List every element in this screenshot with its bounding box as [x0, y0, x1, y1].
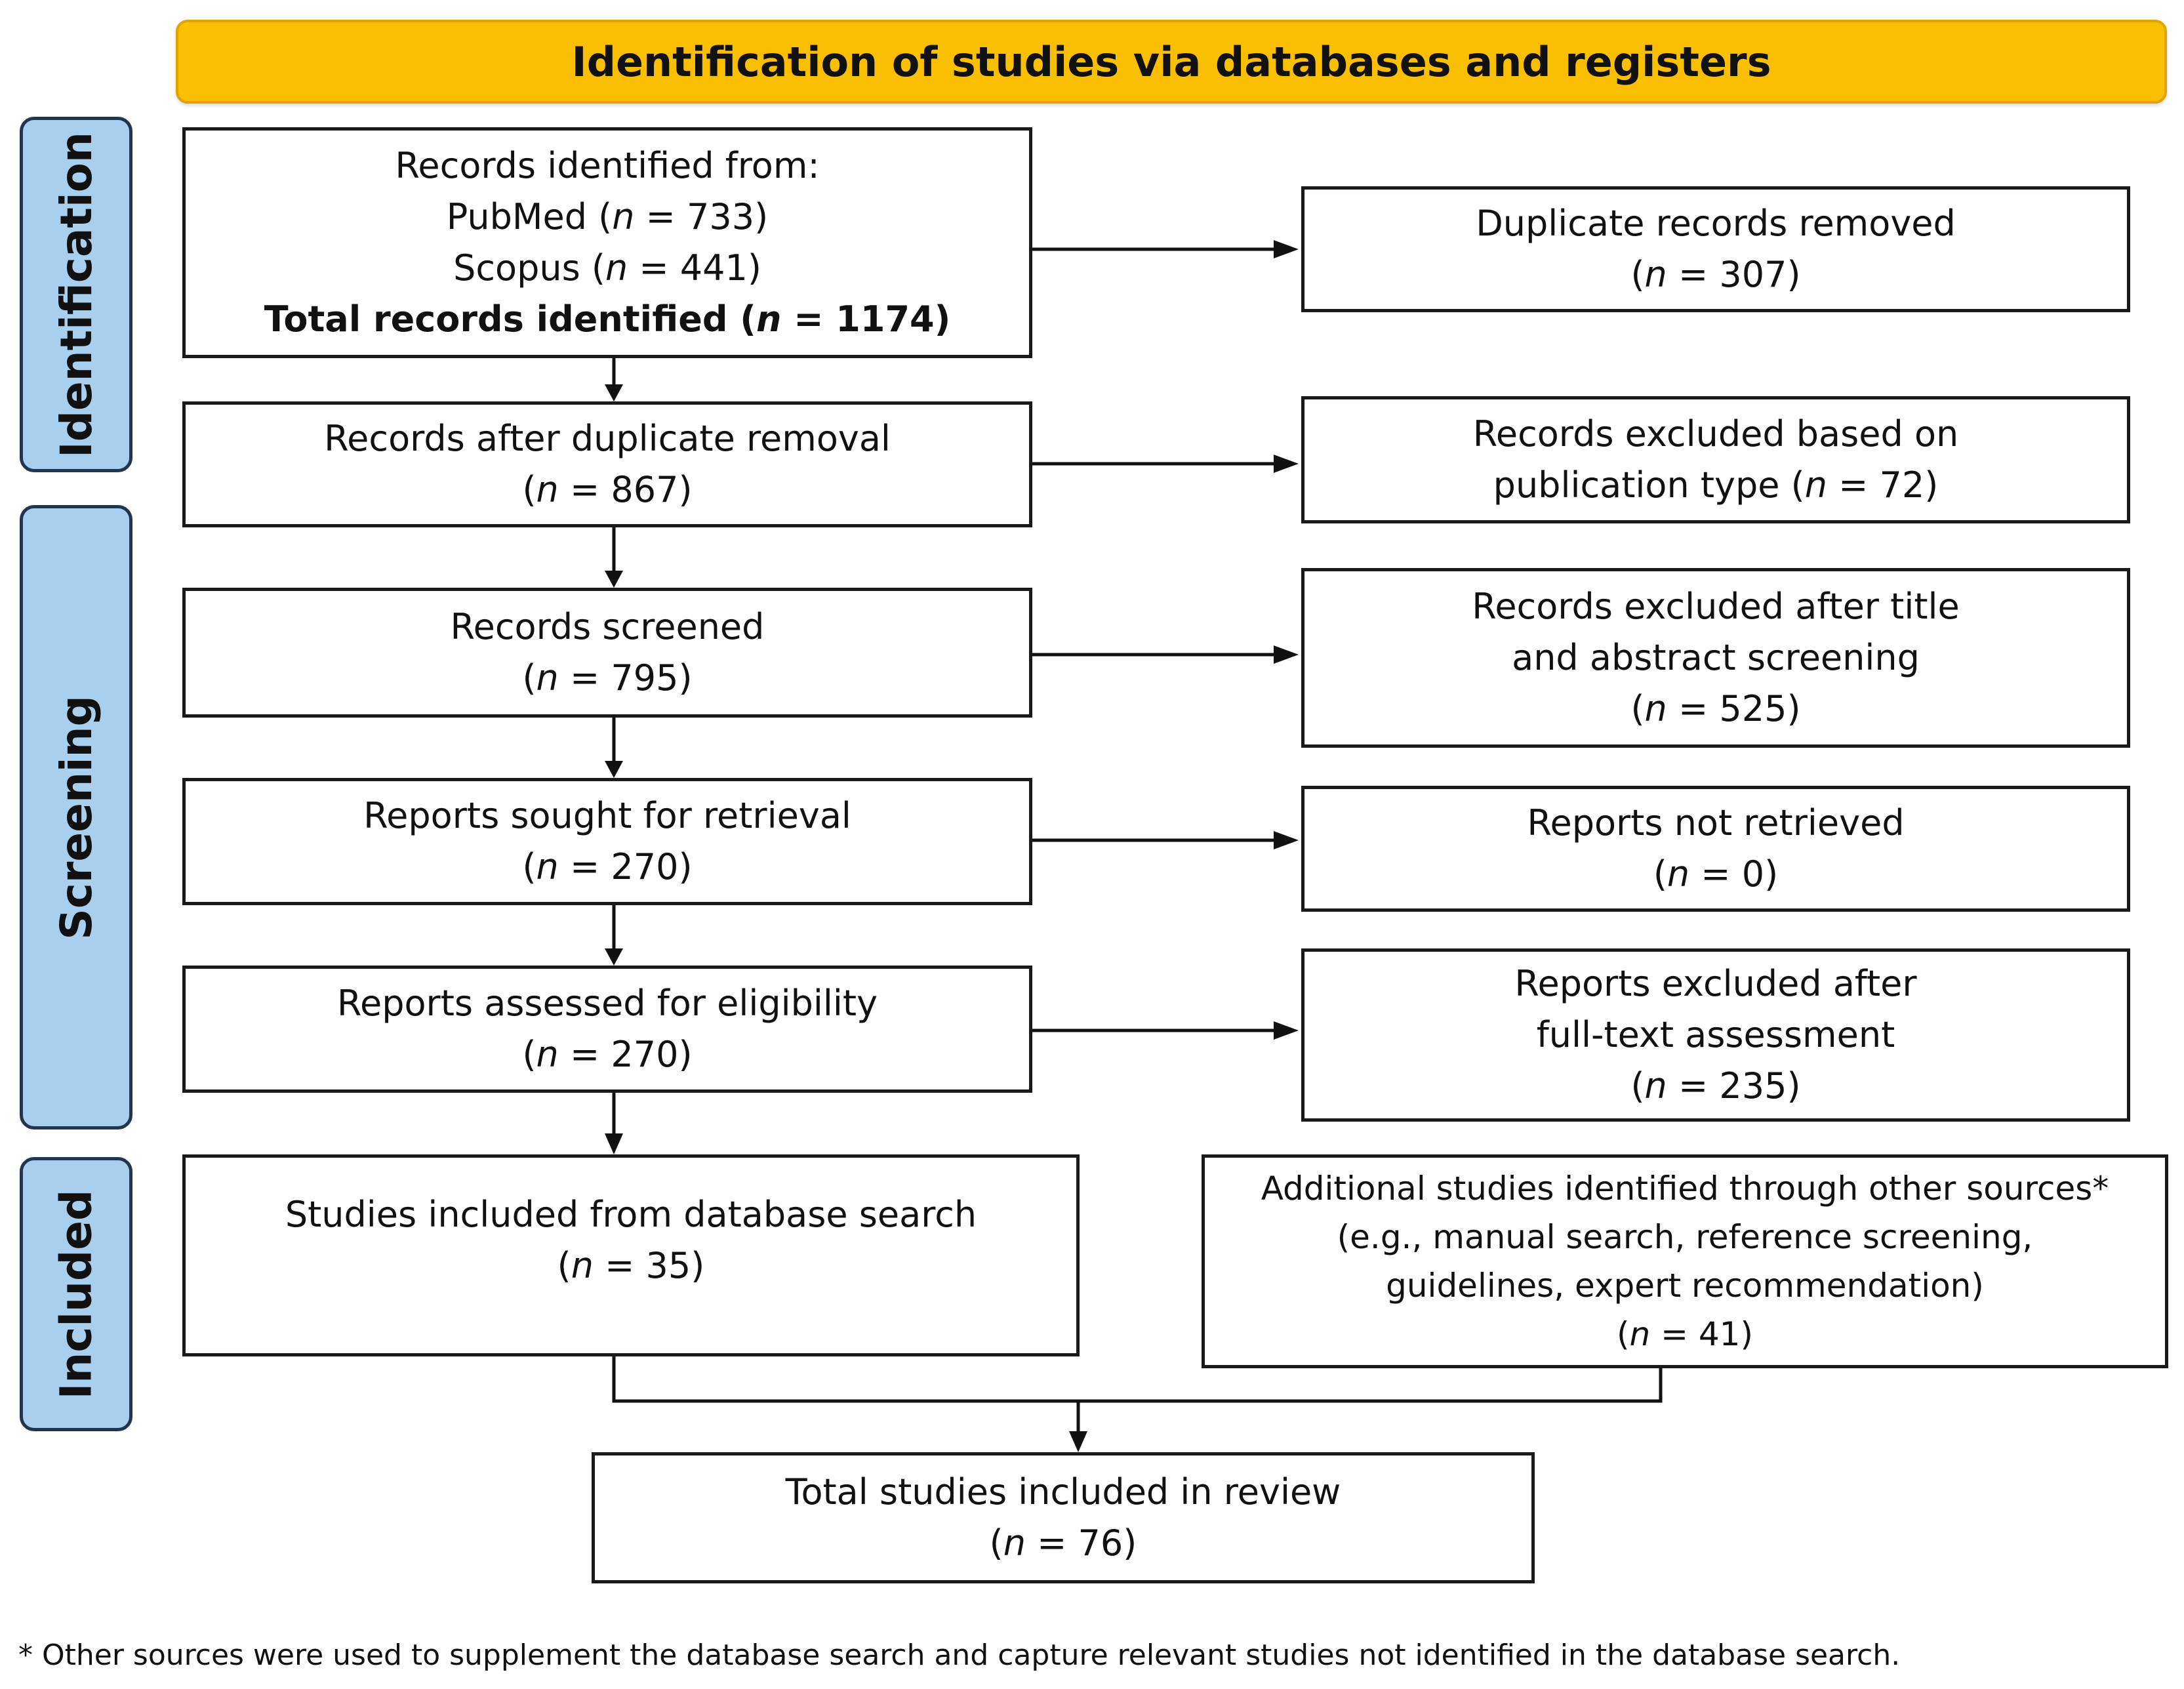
footnote: * Other sources were used to supplement …	[18, 1638, 1901, 1672]
title-banner: Identification of studies via databases …	[176, 20, 2167, 104]
title-abstract-label-2: and abstract screening	[1512, 637, 1920, 678]
box-total-included: Total studies included in review (n = 76…	[592, 1452, 1535, 1583]
box-after-duplicate-removal: Records after duplicate removal (n = 867…	[182, 401, 1032, 527]
box-records-identified: Records identified from: PubMed (n = 733…	[182, 127, 1032, 358]
arrowhead-5	[605, 1133, 623, 1154]
additional-count: (n = 41)	[1616, 1315, 1754, 1353]
included-db-label: Studies included from database search	[285, 1194, 977, 1235]
total-included-count: (n = 76)	[989, 1522, 1137, 1564]
duplicates-label: Duplicate records removed	[1476, 203, 1956, 244]
title-abstract-label-1: Records excluded after title	[1472, 586, 1960, 627]
arrowhead-11	[1069, 1431, 1087, 1452]
total-records-line: Total records identified (n = 1174)	[264, 298, 951, 340]
arrowhead-8	[1274, 645, 1299, 664]
total-included-label: Total studies included in review	[785, 1471, 1341, 1513]
additional-label-2: (e.g., manual search, reference screenin…	[1337, 1218, 2033, 1256]
arrowhead-4	[605, 948, 623, 966]
not-retrieved-label: Reports not retrieved	[1527, 802, 1905, 844]
arrowhead-2	[605, 571, 623, 588]
sought-label: Reports sought for retrieval	[363, 795, 851, 836]
box-additional-studies: Additional studies identified through ot…	[1202, 1154, 2168, 1368]
merge-line	[612, 1356, 1663, 1403]
after-dup-label: Records after duplicate removal	[324, 418, 891, 459]
sought-count: (n = 270)	[522, 846, 693, 887]
arrowhead-3	[605, 761, 623, 778]
full-text-count: (n = 235)	[1630, 1065, 1801, 1107]
after-dup-count: (n = 867)	[522, 469, 693, 510]
scopus-line: Scopus (n = 441)	[453, 247, 761, 289]
box-records-screened: Records screened (n = 795)	[182, 588, 1032, 718]
screened-label: Records screened	[450, 606, 765, 647]
additional-label-1: Additional studies identified through ot…	[1261, 1170, 2109, 1208]
assessed-label: Reports assessed for eligibility	[336, 983, 878, 1024]
full-text-label-2: full-text assessment	[1536, 1014, 1895, 1055]
pubtype-label-1: Records excluded based on	[1472, 413, 1959, 455]
arrowhead-6	[1274, 240, 1299, 258]
box-excluded-title-abstract: Records excluded after title and abstrac…	[1301, 568, 2130, 748]
arrowhead-1	[605, 384, 623, 401]
arrowhead-9	[1274, 831, 1299, 849]
not-retrieved-count: (n = 0)	[1653, 853, 1779, 895]
arrowhead-10	[1274, 1021, 1299, 1040]
box-sought-for-retrieval: Reports sought for retrieval (n = 270)	[182, 778, 1032, 905]
pubmed-line: PubMed (n = 733)	[446, 196, 769, 237]
pubtype-label-2: publication type (n = 72)	[1493, 464, 1939, 506]
assessed-count: (n = 270)	[522, 1034, 693, 1075]
additional-label-3: guidelines, expert recommendation)	[1386, 1267, 1984, 1305]
box-excluded-full-text: Reports excluded after full-text assessm…	[1301, 948, 2130, 1122]
box-included-database: Studies included from database search (n…	[182, 1154, 1080, 1356]
arrowhead-7	[1274, 455, 1299, 473]
title-abstract-count: (n = 525)	[1630, 688, 1801, 729]
box-duplicates-removed: Duplicate records removed (n = 307)	[1301, 186, 2130, 312]
box-not-retrieved: Reports not retrieved (n = 0)	[1301, 786, 2130, 912]
included-db-count: (n = 35)	[557, 1245, 705, 1286]
duplicates-count: (n = 307)	[1630, 254, 1801, 295]
phase-identification: Identification	[20, 117, 132, 472]
screened-count: (n = 795)	[522, 657, 693, 699]
phase-screening: Screening	[20, 505, 132, 1129]
diagram-title: Identification of studies via databases …	[571, 37, 1771, 86]
box-assessed-eligibility: Reports assessed for eligibility (n = 27…	[182, 966, 1032, 1093]
full-text-label-1: Reports excluded after	[1514, 963, 1917, 1004]
box-excluded-publication-type: Records excluded based on publication ty…	[1301, 396, 2130, 523]
records-identified-heading: Records identified from:	[395, 145, 820, 186]
phase-included: Included	[20, 1157, 132, 1431]
